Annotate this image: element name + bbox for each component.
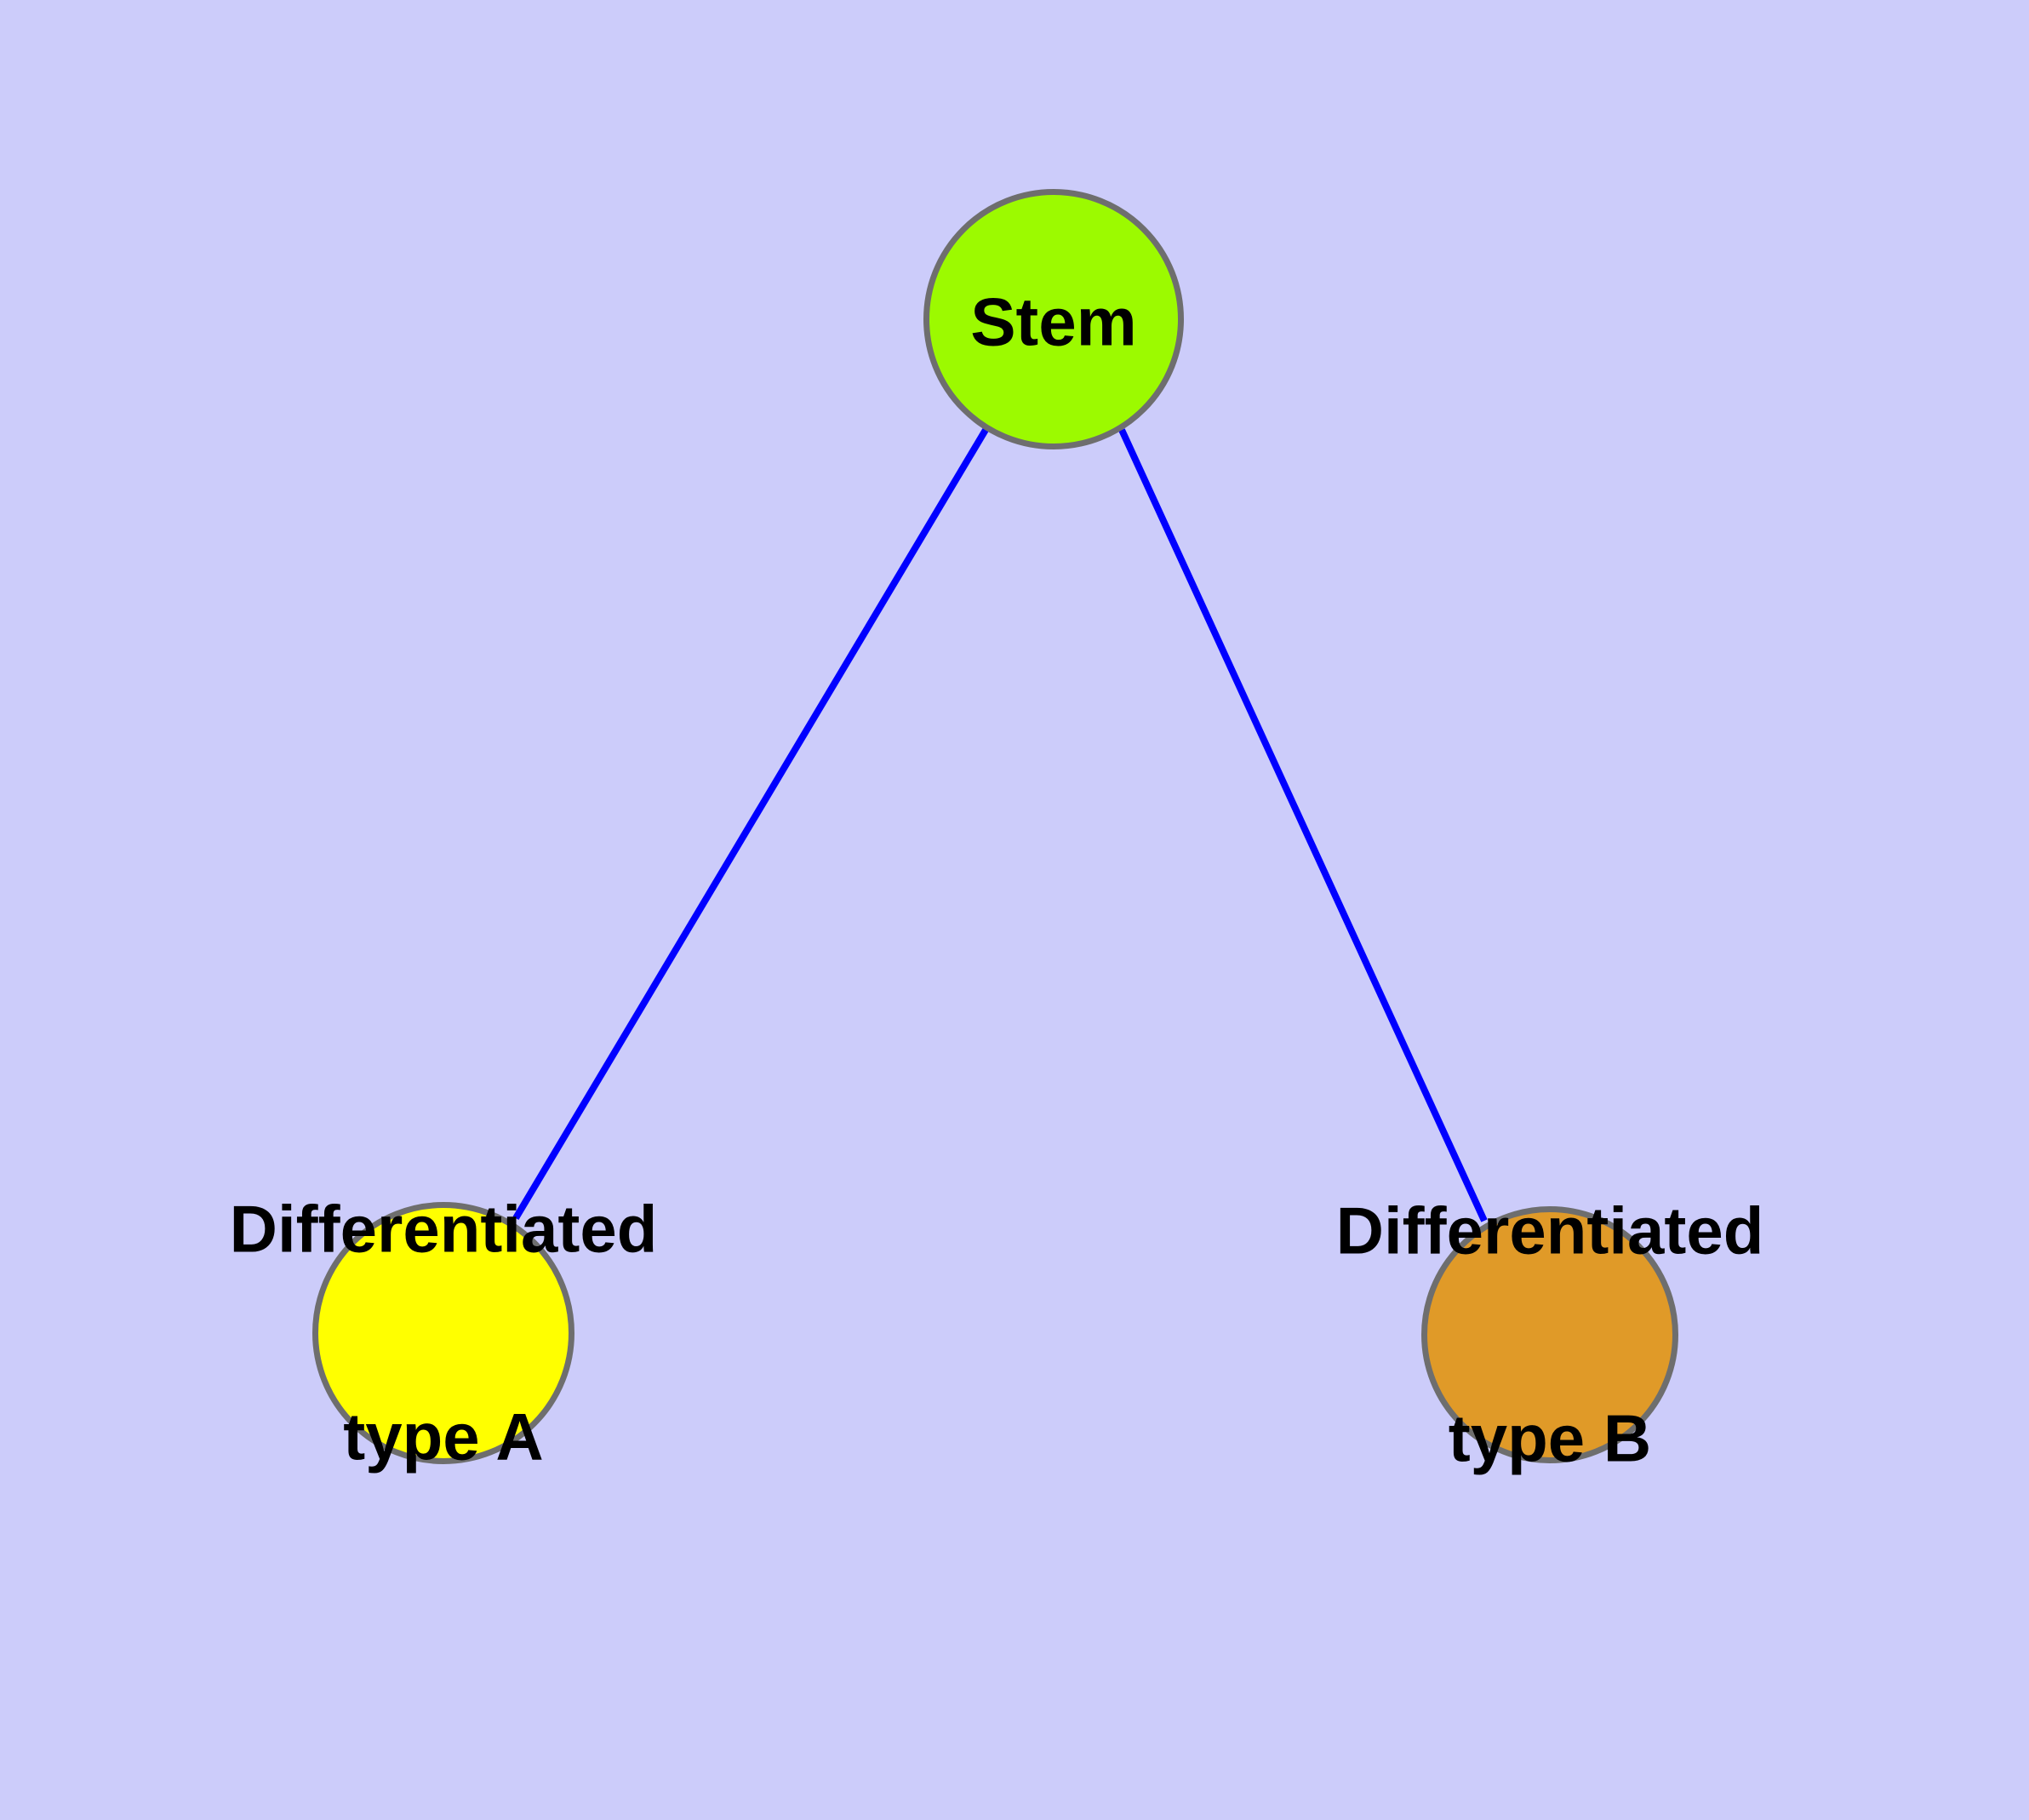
- node-diff-a[interactable]: [312, 1202, 574, 1464]
- node-diff-b[interactable]: [1421, 1206, 1678, 1463]
- node-layer: [312, 189, 1678, 1464]
- edge-stem-to-diff-b: [1118, 428, 1488, 1222]
- edge-stem-to-diff-a: [512, 427, 989, 1221]
- edge-layer: [512, 427, 1488, 1222]
- node-stem[interactable]: [923, 189, 1184, 449]
